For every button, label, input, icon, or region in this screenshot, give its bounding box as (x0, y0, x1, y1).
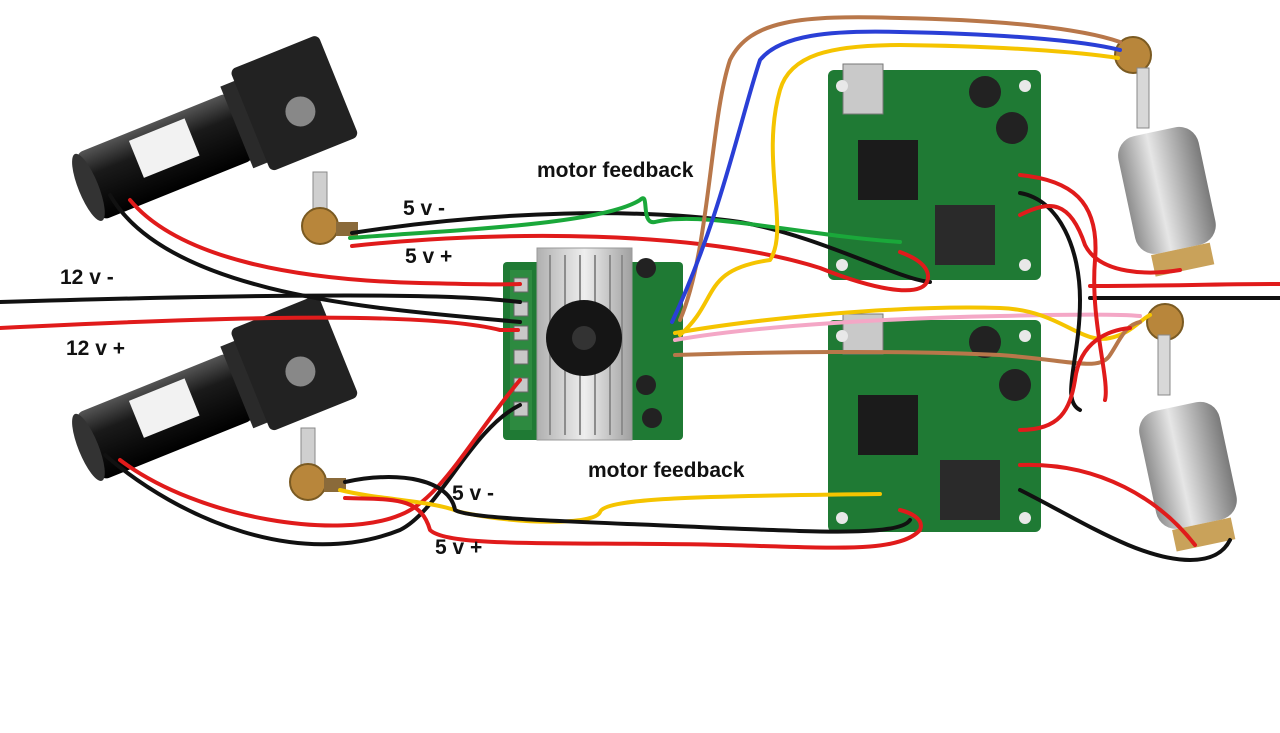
wire-right-top-motor-red (1018, 204, 1182, 275)
label-top-5v-plus: 5 v + (405, 245, 453, 268)
wire-top-motor-black (108, 193, 522, 324)
wire-pink (673, 312, 1142, 342)
wire-brown-mid (673, 320, 1142, 366)
label-top-5v-minus: 5 v - (403, 197, 446, 220)
wire-12v-plus (0, 315, 520, 332)
controller-board-bottom (828, 313, 1041, 532)
wire-top-pot-5v-plus (350, 233, 930, 293)
wire-bottom-motor-black (103, 403, 522, 547)
wire-right-bottom-motor-black (1018, 488, 1232, 562)
label-bottom-motor-feedback: motor feedback (588, 459, 745, 482)
wire-brown-top (678, 15, 1122, 322)
wire-top-motor-red (128, 198, 522, 287)
wire-blue-top (670, 29, 1122, 324)
controller-board-top (828, 63, 1041, 280)
wire-top-feedback (348, 196, 902, 244)
label-bottom-5v-minus: 5 v - (452, 482, 495, 505)
label-12v-plus: 12 v + (66, 337, 125, 360)
wire-bottom-motor-red (118, 378, 522, 528)
gear-motor-top (72, 36, 358, 221)
wire-bottom-pot-5v-plus (343, 496, 923, 550)
wire-12v-minus (0, 293, 522, 304)
small-motor-bottom-right (1139, 401, 1237, 552)
wire-bottom-pot-5v-minus (343, 475, 912, 534)
label-bottom-5v-plus: 5 v + (435, 536, 483, 559)
potentiometer-bottom-right (1146, 303, 1184, 396)
wire-yellow-mid (673, 305, 1152, 341)
potentiometer-bottom-left (289, 427, 346, 501)
gear-motor-bottom (72, 296, 358, 481)
wire-right-bottom-motor-red (1018, 462, 1197, 547)
wire-bottom-pot-yellow (338, 488, 882, 524)
potentiometer-top-right (1114, 36, 1152, 129)
small-motor-top-right (1118, 126, 1216, 277)
wire-12v-plus-right (1088, 282, 1280, 288)
wire-yellow-top (678, 43, 1120, 337)
motor-driver-board (503, 247, 683, 441)
label-top-motor-feedback: motor feedback (537, 159, 694, 182)
potentiometer-top-left (301, 171, 358, 245)
wire-right-bottom-red (1018, 326, 1132, 432)
label-12v-minus: 12 v - (60, 266, 114, 289)
